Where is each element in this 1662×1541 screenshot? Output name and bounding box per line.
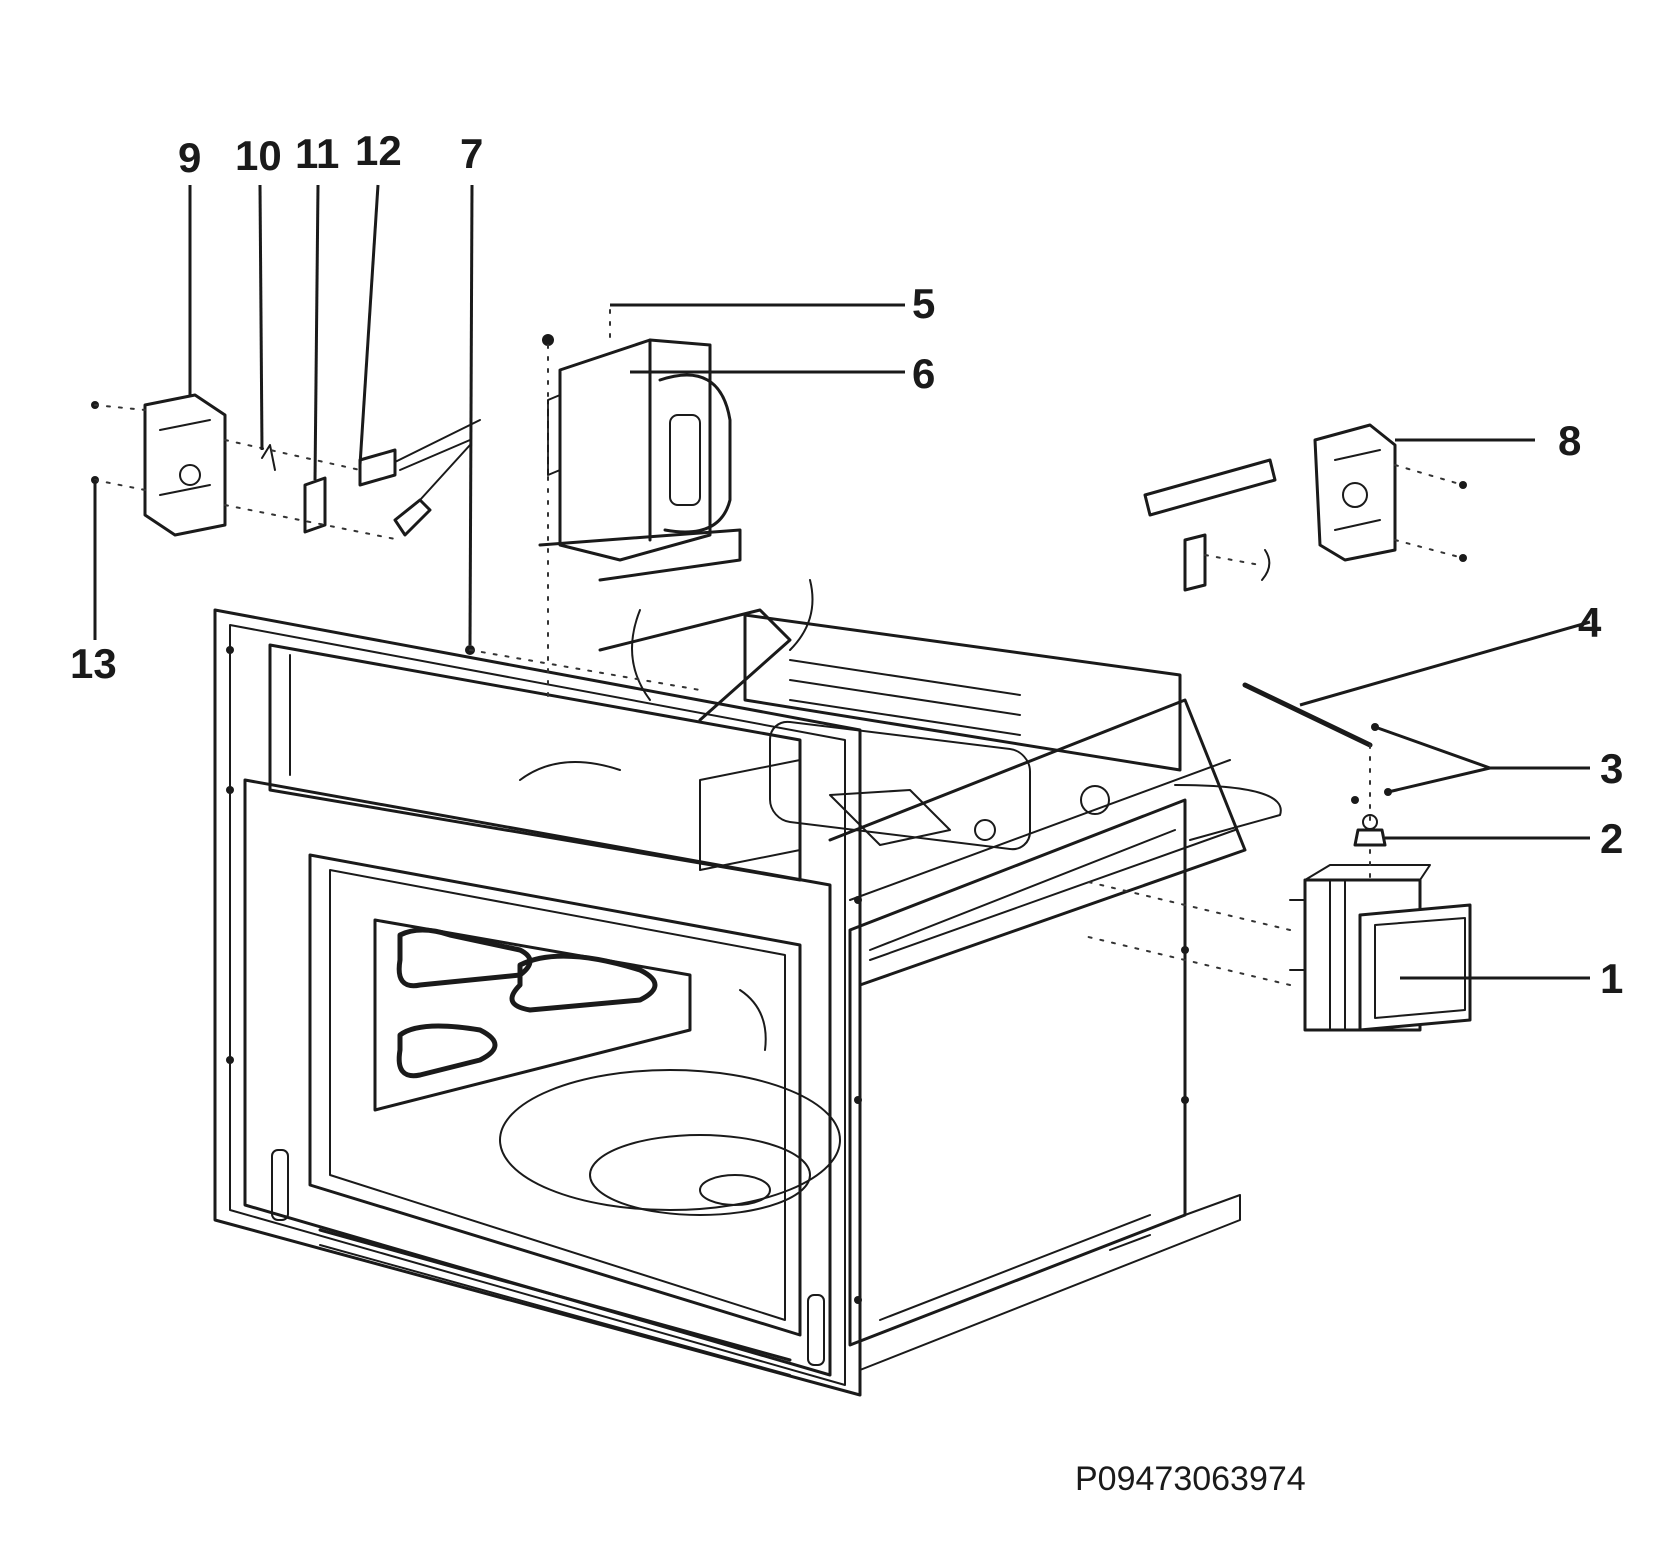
- door-switch-assembly-right: [1143, 423, 1467, 592]
- earth-wire: [1242, 682, 1373, 748]
- fixing-screws: [1351, 723, 1392, 804]
- switch-actuator-right: [1143, 458, 1277, 517]
- waveguide-flange: [699, 759, 801, 871]
- drawing-code: P09473063974: [1075, 1460, 1306, 1498]
- oven-rear-panel: [743, 613, 1182, 772]
- front-bottom-rail: [318, 1228, 792, 1362]
- hinge-slot-left: [271, 1149, 289, 1221]
- oven-cavity: [213, 579, 1282, 1397]
- waveguide-duct: [598, 608, 792, 722]
- label-11: 11: [295, 130, 339, 177]
- turntable-hub: [699, 1174, 771, 1206]
- magnetron: [1289, 864, 1472, 1032]
- lamp-socket: [1080, 785, 1110, 815]
- label-12: 12: [355, 127, 402, 174]
- lamp-wire: [1174, 784, 1282, 841]
- label-1: 1: [1600, 955, 1623, 1002]
- turntable-outer: [499, 1069, 841, 1211]
- label-5: 5: [912, 280, 935, 327]
- leader-12: [358, 184, 380, 466]
- explosion-lines: [94, 309, 1464, 986]
- oven-top-deck: [828, 698, 1247, 987]
- microswitch-right: [1183, 533, 1207, 592]
- turntable-inner: [589, 1134, 811, 1216]
- label-4: 4: [1578, 599, 1602, 646]
- leader-3: [1374, 725, 1590, 794]
- label-3: 3: [1600, 745, 1623, 792]
- switch-bracket-left: [143, 393, 227, 537]
- leader-lines: [93, 184, 1591, 980]
- label-2: 2: [1600, 815, 1623, 862]
- label-13: 13: [70, 640, 117, 687]
- part-labels: 1 2 3 4 5 6 7 8 9 10 11 12 13: [70, 127, 1623, 1002]
- label-10: 10: [235, 132, 282, 179]
- oven-front-frame: [213, 608, 862, 1397]
- oven-bottom-rail: [859, 1194, 1241, 1371]
- leader-4: [1299, 620, 1591, 707]
- transformer-screw: [542, 334, 554, 346]
- switch-actuator-left: [358, 448, 397, 487]
- spring-lever: [261, 444, 276, 471]
- cavity-opening: [243, 778, 832, 1377]
- label-9: 9: [178, 134, 201, 181]
- hinge-slot-right: [807, 1294, 825, 1366]
- leader-7: [468, 184, 474, 646]
- grill-element-housing: [373, 918, 692, 1112]
- grill-element-coil: [396, 927, 533, 989]
- door-switch-assembly-left: [91, 393, 481, 655]
- rear-vent-slots: [789, 659, 1021, 736]
- label-7: 7: [460, 130, 483, 177]
- leader-11: [313, 184, 320, 481]
- top-control-recess: [268, 643, 802, 882]
- label-8: 8: [1558, 417, 1581, 464]
- transformer-bracket: [538, 528, 742, 582]
- leader-10: [258, 184, 264, 451]
- cavity-inner-frame: [308, 853, 802, 1337]
- microswitch-left: [303, 476, 327, 534]
- label-6: 6: [912, 350, 935, 397]
- thermal-fuse: [1353, 814, 1387, 847]
